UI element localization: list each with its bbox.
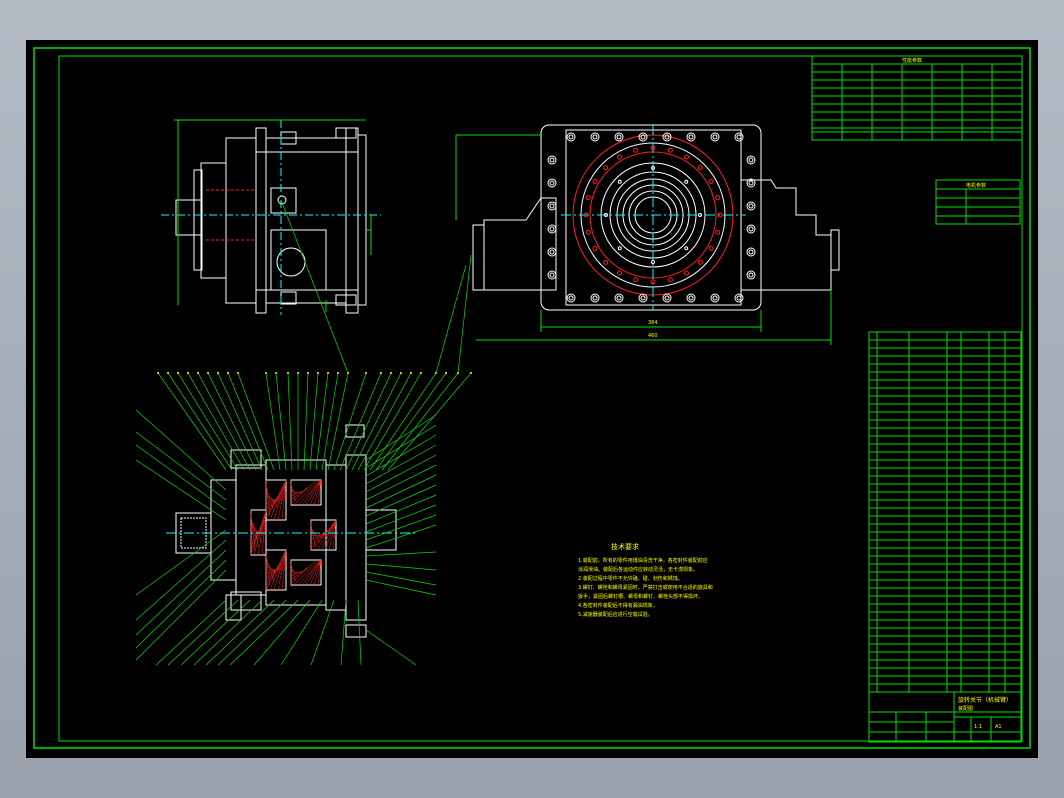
title-block-title: 旋转关节（机械臂）: [958, 696, 1012, 704]
front-dim-384: 384: [648, 320, 658, 326]
motor-table-title: 电机参数: [966, 182, 986, 189]
outer-frame: [33, 47, 1031, 749]
cad-viewport[interactable]: 性能参数 电机参数: [26, 40, 1038, 758]
side-view: [161, 119, 381, 315]
title-block: 旋转关节（机械臂） 装配图 A1 1:1: [868, 691, 1022, 743]
tech-line: 3.螺钉、螺栓和螺母紧固时，严禁打击或使用不合适的旋具和: [578, 584, 713, 591]
tech-line: 1.装配前，所有的零件用煤油清洗干净，各密封件装配前应: [578, 557, 708, 564]
tech-title: 技术要求: [611, 542, 639, 551]
section-view: [135, 199, 472, 666]
tech-line: 涂润滑油。装配后各运动件应转动灵活，无卡滞现象。: [578, 566, 698, 573]
front-view: 384 460: [455, 124, 840, 345]
title-block-subtitle: 装配图: [958, 705, 973, 712]
tech-line: 5.减速器装配后应进行空载试验。: [578, 611, 653, 618]
front-dim-460: 460: [648, 333, 658, 339]
specs-title: 性能参数: [902, 57, 922, 64]
title-block-sheet: A1: [995, 724, 1002, 730]
title-block-scale: 1:1: [974, 724, 982, 730]
tech-requirements: 技术要求 1.装配前，所有的零件用煤油清洗干净，各密封件装配前应涂润滑油。装配后…: [578, 542, 713, 618]
tech-line: 扳手，紧固后螺钉槽、螺母和螺钉、螺栓头部不得损坏。: [578, 593, 703, 600]
parts-list: [868, 331, 1022, 693]
tech-line: 2.装配过程中零件不允许磕、碰、划伤和锈蚀。: [578, 575, 683, 582]
inner-frame: [58, 55, 1023, 742]
specs-table: 性能参数: [811, 55, 1023, 141]
tech-line: 4.各密封件装配后不得有漏油现象。: [578, 602, 658, 609]
motor-table: 电机参数: [935, 179, 1021, 225]
drawing-canvas: 性能参数 电机参数: [33, 47, 1031, 749]
